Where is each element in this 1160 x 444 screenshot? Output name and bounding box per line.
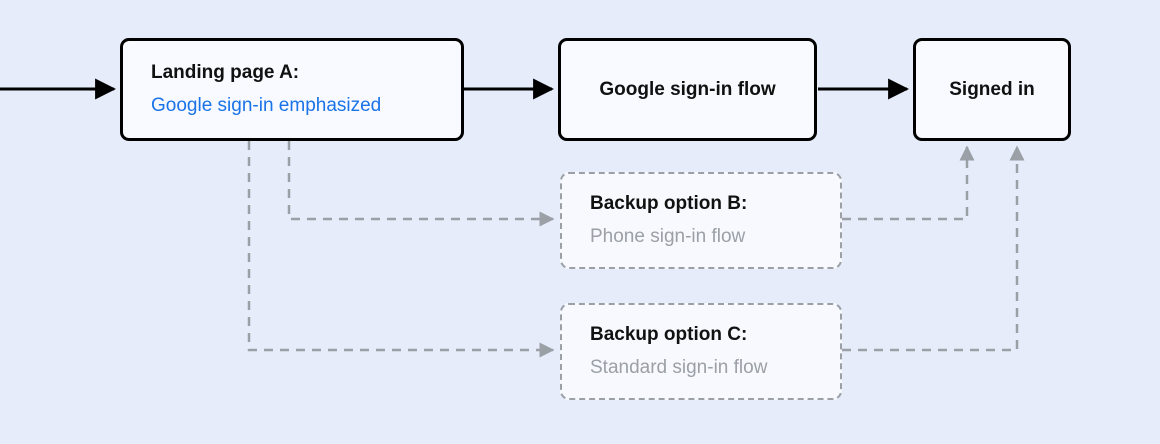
node-signed-in-title: Signed in [949,78,1035,100]
node-google-sign-in-flow-title: Google sign-in flow [599,78,776,100]
edge-landing-to-backup-c [247,141,555,358]
node-backup-option-b[interactable]: Backup option B: Phone sign-in flow [560,172,842,269]
edge-backup-b-to-signedin [842,145,975,221]
edge-landing-to-backup-b [287,141,555,227]
node-landing-page-a-title: Landing page A: [151,62,300,84]
node-signed-in[interactable]: Signed in [913,38,1071,141]
node-landing-page-a[interactable]: Landing page A: Google sign-in emphasize… [120,38,464,141]
node-google-sign-in-flow[interactable]: Google sign-in flow [558,38,817,141]
edge-backup-c-to-signedin [842,145,1025,352]
node-backup-option-b-title: Backup option B: [590,193,748,215]
node-landing-page-a-subtitle: Google sign-in emphasized [151,95,382,116]
node-backup-option-c-subtitle: Standard sign-in flow [590,357,768,378]
node-backup-option-c-title: Backup option C: [590,324,748,346]
node-backup-option-c[interactable]: Backup option C: Standard sign-in flow [560,303,842,400]
node-backup-option-b-subtitle: Phone sign-in flow [590,226,746,247]
